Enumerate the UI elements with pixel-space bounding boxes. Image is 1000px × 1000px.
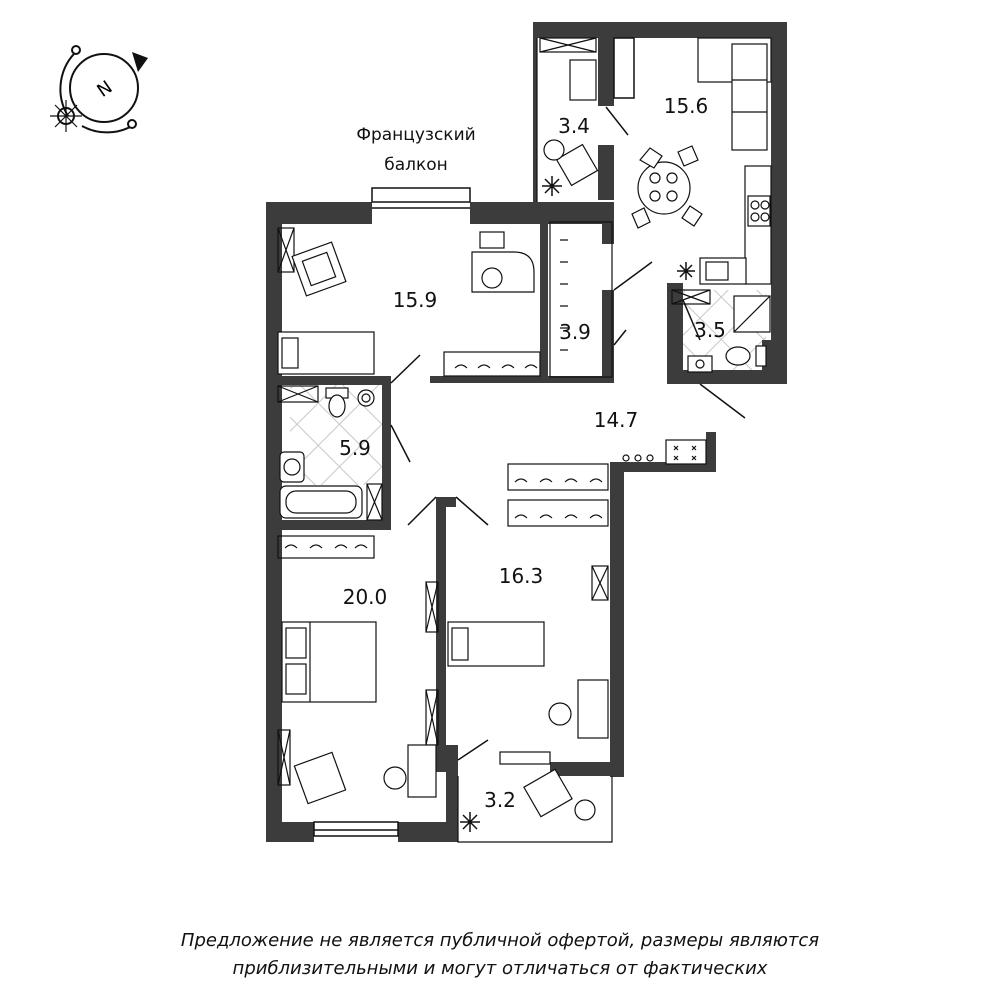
doors [390, 106, 746, 761]
area-balcony-bottom: 3.2 [484, 788, 516, 812]
disclaimer-line-2: приблизительными и могут отличаться от ф… [232, 958, 768, 979]
disclaimer-line-1: Предложение не является публичной оферто… [180, 930, 820, 951]
snowflake-icon [460, 176, 695, 832]
area-kitchen-living: 15.6 [664, 94, 709, 118]
area-bedroom-right: 16.3 [499, 564, 544, 588]
area-closet: 3.9 [559, 320, 591, 344]
french-balcony-label-line2: балкон [384, 155, 448, 175]
compass [50, 45, 148, 134]
area-wc: 3.5 [694, 318, 726, 342]
french-balcony-label-line1: Французский [356, 125, 475, 145]
area-bathroom: 5.9 [339, 436, 371, 460]
area-bedroom-left: 20.0 [343, 585, 388, 609]
radiator-unit [622, 439, 707, 465]
wardrobes [277, 221, 613, 559]
windows [313, 37, 635, 837]
beds [277, 331, 545, 703]
kitchen-furniture [631, 37, 772, 285]
compass-letter: N [93, 77, 116, 102]
area-bedroom-top: 15.9 [393, 288, 438, 312]
balcony-outlines [457, 38, 613, 843]
area-loggia-top: 3.4 [558, 114, 590, 138]
plumbing [279, 295, 771, 519]
furniture [291, 59, 609, 821]
area-hall: 14.7 [594, 408, 639, 432]
